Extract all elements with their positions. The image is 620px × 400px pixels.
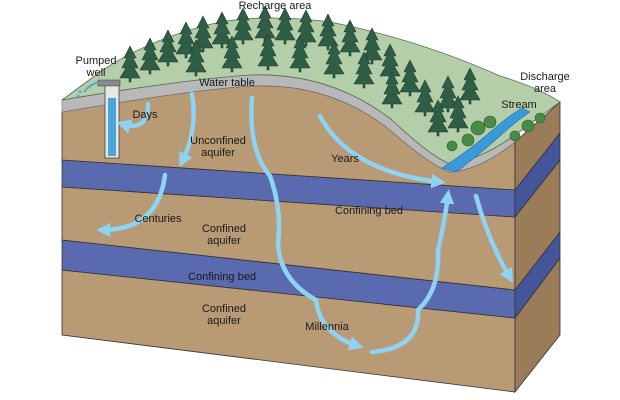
flow-arrow-deep	[249, 95, 364, 351]
confined-aquifer-lower-label-line1: Confined	[202, 303, 246, 315]
shrub-icon	[534, 112, 546, 124]
millennia-label: Millennia	[305, 321, 349, 333]
flow-arrow-millennia-rise	[369, 189, 455, 355]
recharge-area-label: Recharge area	[239, 0, 313, 12]
shrub-icon	[461, 133, 475, 147]
shrub-icon	[446, 140, 458, 152]
unconfined-aquifer-label-line2: aquifer	[201, 147, 235, 159]
confined-aquifer-upper-label-line1: Confined	[202, 223, 246, 235]
years-label: Years	[331, 153, 359, 165]
stream	[441, 107, 531, 173]
flow-arrow-years	[317, 113, 446, 189]
stream-label: Stream	[501, 99, 536, 111]
confining-bed-lower-label: Confining bed	[188, 271, 256, 283]
flow-arrow-unconfined	[179, 91, 196, 168]
confined-aquifer-lower-label-line2: aquifer	[207, 315, 241, 327]
discharge-area-label-line2: area	[534, 83, 557, 95]
water-table-label: Water table	[199, 77, 255, 89]
pumped-well-icon	[74, 79, 121, 159]
flow-arrow-days	[116, 101, 151, 134]
confined-aquifer-upper-label-line2: aquifer	[207, 235, 241, 247]
confining-bed-upper-label: Confining bed	[335, 205, 403, 217]
soil-block-side	[514, 101, 561, 394]
shrub-icon	[483, 115, 497, 129]
pumped-well-label-line2: well	[86, 67, 106, 79]
shrub-icon	[470, 120, 486, 136]
days-label: Days	[132, 109, 158, 121]
centuries-label: Centuries	[134, 213, 182, 225]
discharge-area-label-line1: Discharge	[520, 71, 570, 83]
shrubs	[446, 112, 546, 152]
shrub-icon	[509, 130, 521, 142]
shrub-icon	[521, 119, 535, 133]
flow-arrows	[96, 91, 513, 355]
flow-arrow-centuries	[96, 172, 168, 238]
labels: Recharge area Pumped well Discharge area…	[76, 0, 570, 333]
pumped-well-label-line1: Pumped	[76, 55, 117, 67]
flow-arrow-discharge	[473, 193, 513, 283]
unconfined-aquifer-label-line1: Unconfined	[190, 135, 246, 147]
